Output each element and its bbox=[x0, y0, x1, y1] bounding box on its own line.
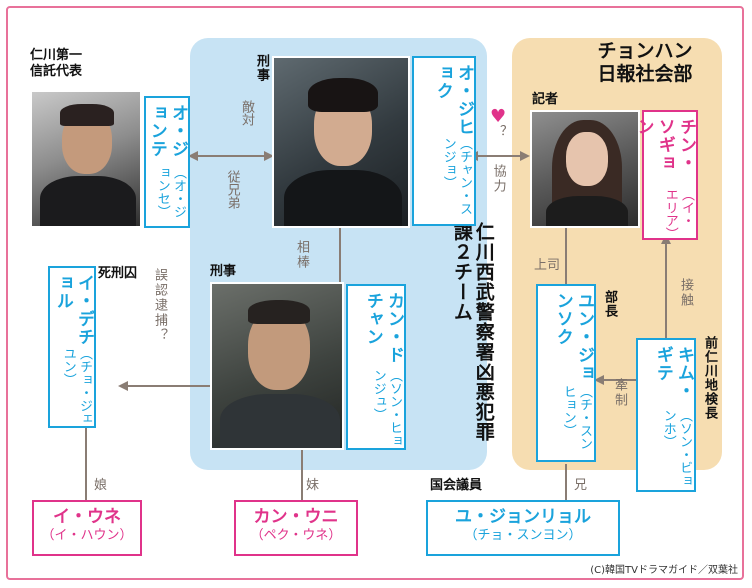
photo-jin-seogyeong bbox=[530, 110, 640, 228]
card-oh-jihyuk: オ・ジヒョク （チャン・スンジョ） bbox=[412, 56, 476, 226]
card-lee-une: イ・ウネ （イ・ハウン） bbox=[32, 500, 142, 556]
jacket-shape bbox=[284, 170, 402, 226]
rel-check: 牽制 bbox=[612, 378, 627, 408]
hair-shape bbox=[60, 104, 114, 126]
rel-question: ？ bbox=[500, 124, 514, 139]
face-front bbox=[566, 132, 608, 186]
photo-kang-dochan bbox=[210, 282, 344, 450]
hair-shape bbox=[248, 300, 310, 324]
card-kim-gitae: キム・ギテ （ソン・ビョンホ） bbox=[636, 338, 696, 492]
card-jin-seogyeong: チン・ソギョン （イ・エリア） bbox=[634, 110, 698, 240]
card-kang-uni: カン・ウニ （ペク・ウネ） bbox=[234, 500, 358, 556]
card-yoo-jungryol: ユ・ジョンリョル （チョ・スンヨン） bbox=[426, 500, 620, 556]
diagram-frame bbox=[6, 6, 744, 580]
suit-shape bbox=[40, 176, 136, 226]
role-kang-dochan-top: 刑事 bbox=[210, 264, 237, 279]
role-yoo-jungryol: 国会議員 bbox=[430, 478, 483, 493]
card-kang-dochan: カン・ドチャン （ソン・ヒョンジュ） bbox=[346, 284, 406, 450]
rel-contact: 接触 bbox=[678, 278, 693, 308]
role-yoo-jungseok: 部長 bbox=[602, 290, 617, 318]
police-team-title: 仁川西武警察署凶悪犯罪課２チーム bbox=[450, 222, 495, 442]
role-kim-gitae: 前仁川地検長 bbox=[702, 336, 717, 420]
jacket-shape bbox=[220, 394, 340, 448]
role-oh-jihyuk: 刑事 bbox=[254, 54, 269, 82]
role-jin-seogyeong: 記者 bbox=[532, 92, 559, 107]
rel-wrongful-arrest: 誤認逮捕？ bbox=[152, 268, 167, 343]
rel-boss: 上司 bbox=[534, 258, 561, 273]
rel-cooperate: 協力 bbox=[490, 164, 506, 194]
rel-cousin: 従兄弟 bbox=[224, 170, 240, 209]
card-lee-daechul: イ・デチョル （チョ・ジェユン） bbox=[48, 266, 96, 428]
rel-sister: 妹 bbox=[306, 478, 320, 493]
heart-icon: ♥ bbox=[490, 106, 507, 127]
photo-oh-jihyuk bbox=[272, 56, 410, 228]
rel-partner: 相棒 bbox=[294, 240, 309, 270]
rel-rival: 敵対 bbox=[239, 100, 254, 126]
rel-brother: 兄 bbox=[574, 478, 588, 493]
rel-daughter: 娘 bbox=[94, 478, 108, 493]
hair-shape bbox=[308, 78, 378, 112]
credit: (C)韓国TVドラマガイド／双葉社 bbox=[590, 565, 738, 576]
card-oh-jungtae: オ・ジョンテ （オ・ジョンセ） bbox=[144, 96, 190, 228]
role-oh-jungtae: 仁川第一 信託代表 bbox=[30, 48, 83, 80]
coat-shape bbox=[546, 196, 628, 226]
photo-oh-jungtae bbox=[30, 90, 142, 228]
role-lee-daechul: 死刑囚 bbox=[98, 266, 138, 281]
card-yoo-jungseok: ユン・ジョンソク （チ・スンヒョン） bbox=[536, 284, 596, 462]
newspaper-title: チョンハン 日報社会部 bbox=[597, 40, 693, 85]
